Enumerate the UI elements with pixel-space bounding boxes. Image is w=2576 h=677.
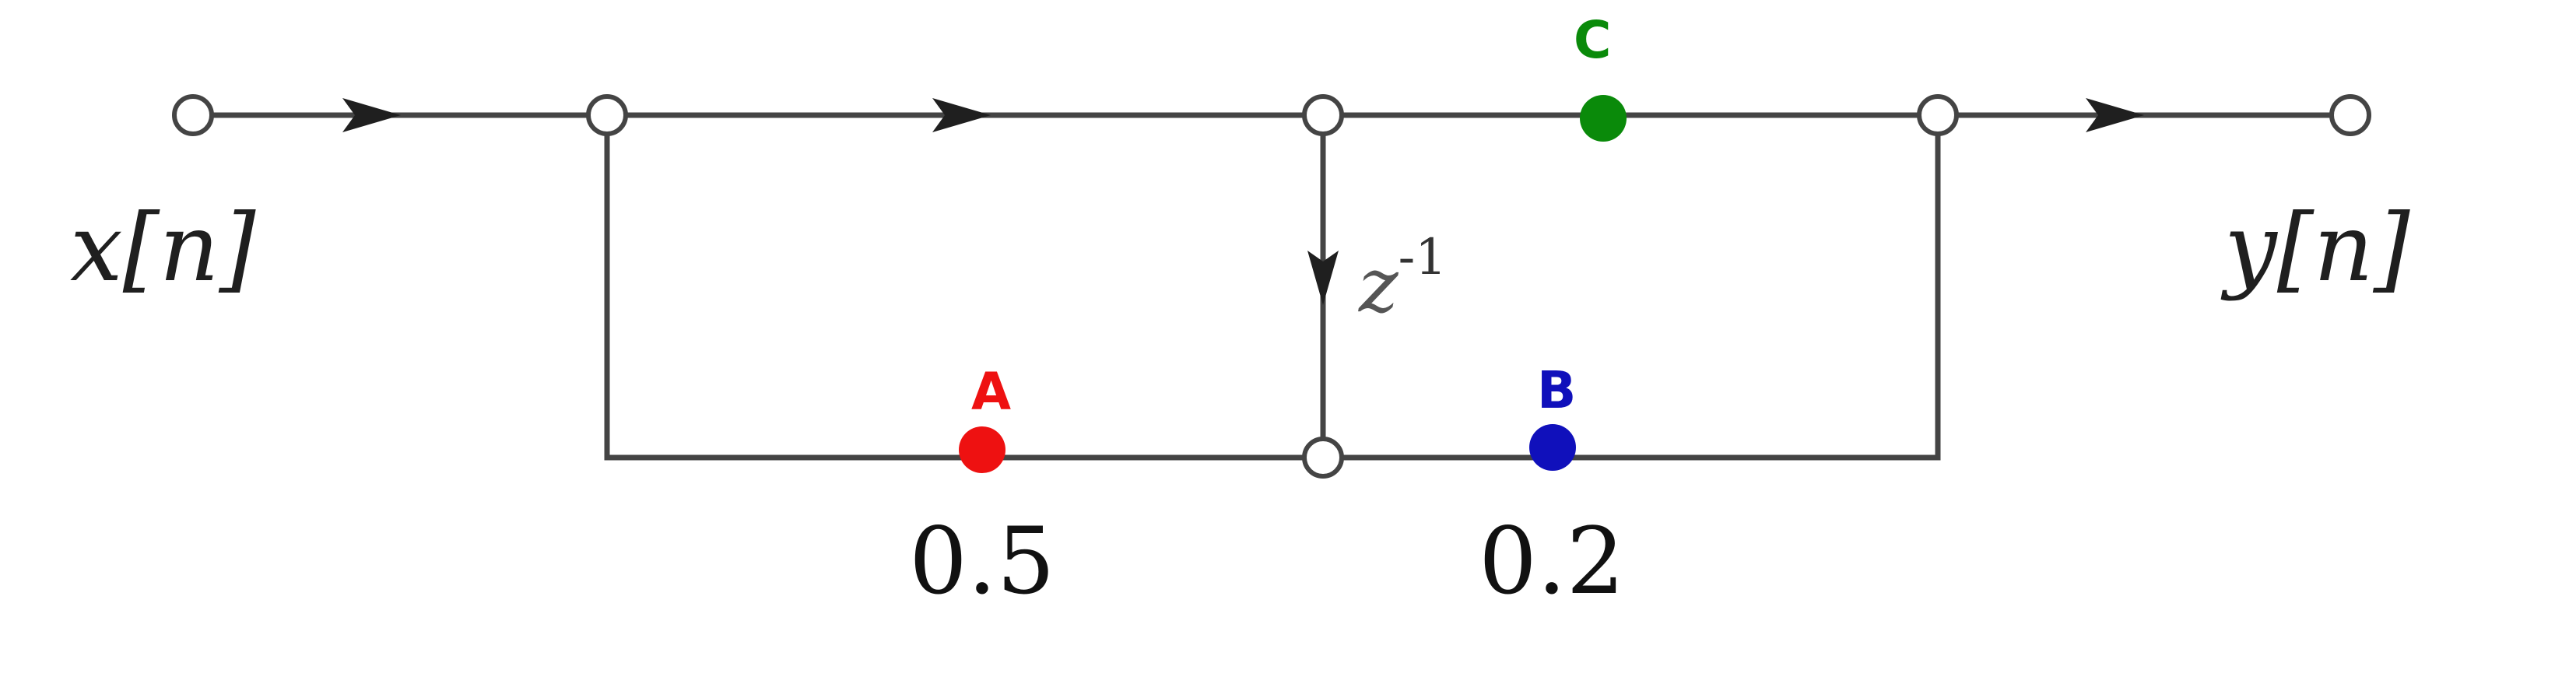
output-label: y[n]: [2220, 195, 2410, 303]
delay-symbol: z: [1358, 242, 1399, 329]
branch-node-left: [586, 94, 628, 136]
input-label: x[n]: [70, 195, 256, 303]
input-node: [172, 94, 214, 136]
output-node: [2329, 94, 2371, 136]
arrow-down-icon: [1307, 251, 1339, 305]
marker-a-dot: [959, 426, 1005, 473]
delay-exponent: -1: [1399, 229, 1447, 286]
marker-c-dot: [1580, 95, 1627, 142]
gain-label-0-2: 0.2: [1479, 507, 1625, 615]
delay-node: [1302, 437, 1344, 479]
marker-b-label: B: [1537, 360, 1576, 420]
branch-node-middle: [1302, 94, 1344, 136]
arrow-icon: [342, 98, 401, 132]
arrow-icon: [2086, 98, 2144, 132]
marker-c-label: C: [1574, 10, 1611, 70]
branch-node-right: [1917, 94, 1959, 136]
delay-label: z-1: [1358, 229, 1447, 329]
gain-label-0-5: 0.5: [909, 507, 1055, 615]
marker-b-dot: [1529, 424, 1576, 471]
marker-a-label: A: [971, 362, 1011, 422]
arrow-icon: [932, 98, 991, 132]
